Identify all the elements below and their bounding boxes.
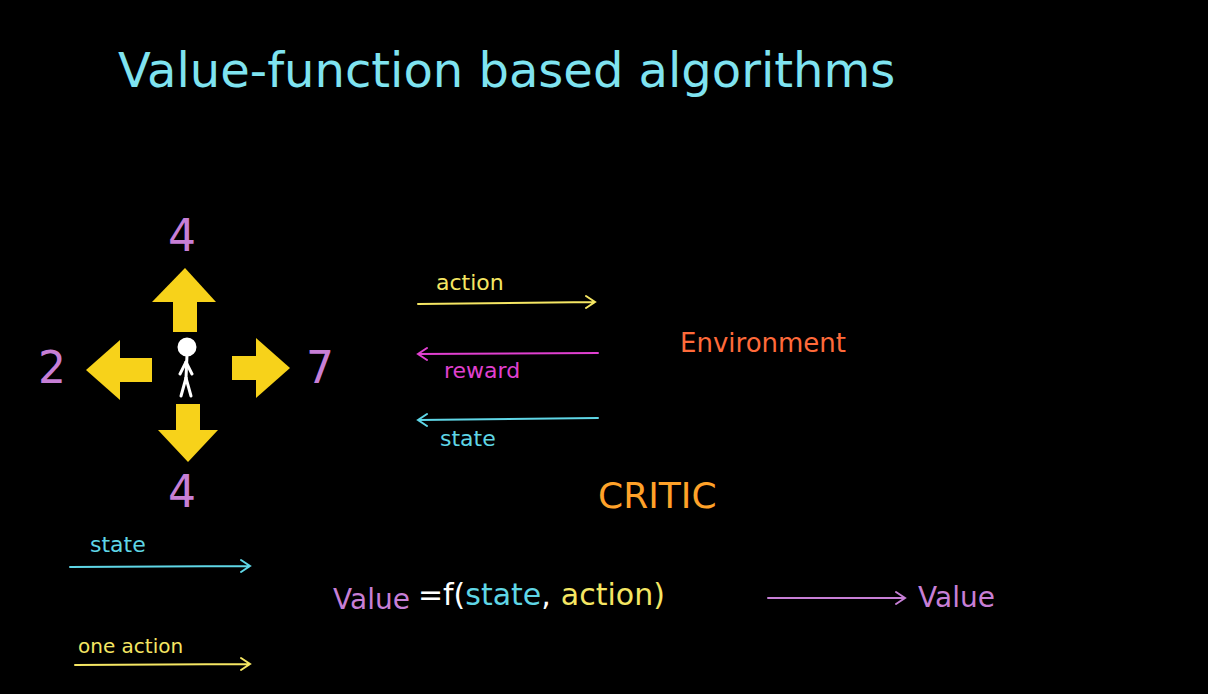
signal-label: reward: [444, 360, 520, 382]
value-number: 2: [38, 346, 66, 390]
title: Value-function based algorithms: [118, 46, 895, 94]
signal-label: state: [440, 428, 496, 450]
value-number: 4: [168, 470, 196, 514]
action-arrows: [86, 268, 290, 462]
formula-part: ,: [541, 580, 551, 610]
input-label: state: [90, 534, 146, 556]
critic-label: CRITIC: [598, 478, 717, 514]
formula-part: state: [465, 580, 541, 610]
signal-arrows: [70, 296, 905, 670]
output-label: Value: [918, 584, 995, 612]
signal-label: action: [436, 272, 504, 294]
formula-part: Value: [333, 586, 410, 614]
value-number: 4: [168, 214, 196, 258]
agent-figure: [179, 339, 195, 396]
value-number: 7: [306, 346, 334, 390]
formula-part: =f(: [418, 580, 465, 610]
environment-label: Environment: [680, 330, 846, 356]
formula-part: action): [561, 580, 665, 610]
input-label: one action: [78, 636, 183, 656]
